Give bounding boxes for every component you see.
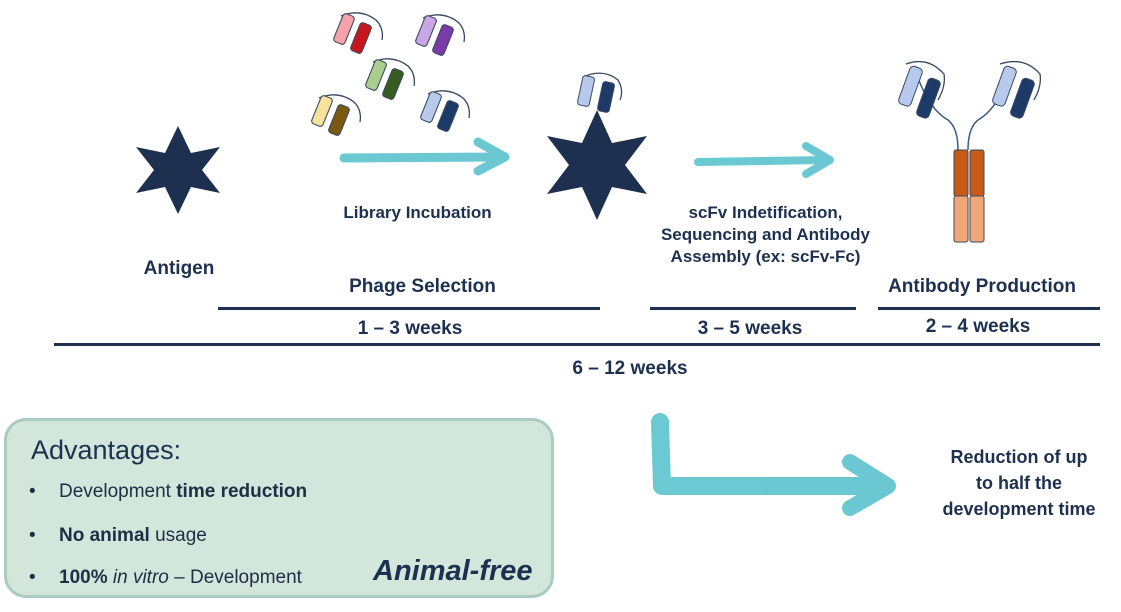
antigen-star-icon xyxy=(136,126,220,214)
antibody-production-label: Antibody Production xyxy=(888,276,1076,297)
advantage-2-bold: No animal xyxy=(59,525,150,546)
reduction-text: Reduction of up to half the development … xyxy=(924,444,1114,522)
reduction-line-1: Reduction of up xyxy=(950,447,1088,467)
advantages-title: Advantages: xyxy=(31,435,182,465)
antigen-star-bound-icon xyxy=(547,110,647,220)
phage-selection-label: Phage Selection xyxy=(349,276,496,297)
advantage-time-reduction: • Development time reduction xyxy=(29,481,307,503)
scfv-colors xyxy=(311,13,623,136)
reduction-line-2: to half the xyxy=(976,473,1062,493)
identification-weeks-label: 3 – 5 weeks xyxy=(697,318,803,339)
production-timeline-rule xyxy=(878,307,1100,310)
advantage-1-bold: time reduction xyxy=(176,481,308,502)
antibody-icon xyxy=(898,60,1042,243)
identification-line-2: Sequencing and Antibody xyxy=(660,225,871,244)
bullet: • xyxy=(29,481,36,502)
identification-label: scFv Indetification, Sequencing and Anti… xyxy=(648,202,883,268)
advantage-3-post: – Development xyxy=(168,567,302,588)
library-incubation-label: Library Incubation xyxy=(343,203,492,222)
advantage-no-animal: • No animal usage xyxy=(29,525,207,547)
identification-line-3: Assembly (ex: scFv-Fc) xyxy=(670,247,861,266)
identification-timeline-rule xyxy=(650,307,856,310)
antigen-label: Antigen xyxy=(143,258,215,279)
phage-weeks-label: 1 – 3 weeks xyxy=(357,318,463,339)
animal-free-badge: Animal-free xyxy=(373,555,533,587)
advantage-3-bold: 100% xyxy=(59,567,108,588)
total-weeks-label: 6 – 12 weeks xyxy=(572,358,688,379)
production-weeks-label: 2 – 4 weeks xyxy=(925,316,1031,337)
advantages-box: Advantages: •Development time reduction … xyxy=(4,418,554,598)
total-timeline-rule xyxy=(54,343,1100,346)
bullet: • xyxy=(29,525,36,546)
advantage-1-pre: Development xyxy=(59,481,177,502)
advantage-3-italic: in vitro xyxy=(107,567,169,588)
advantage-in-vitro: • 100% in vitro – Development xyxy=(29,567,302,589)
bullet: • xyxy=(29,567,36,588)
teal-arrow-icon xyxy=(339,137,896,516)
advantage-2-post: usage xyxy=(149,525,207,546)
reduction-line-3: development time xyxy=(942,499,1096,519)
identification-line-1: scFv Indetification, xyxy=(688,203,843,222)
phage-timeline-rule xyxy=(218,307,600,310)
